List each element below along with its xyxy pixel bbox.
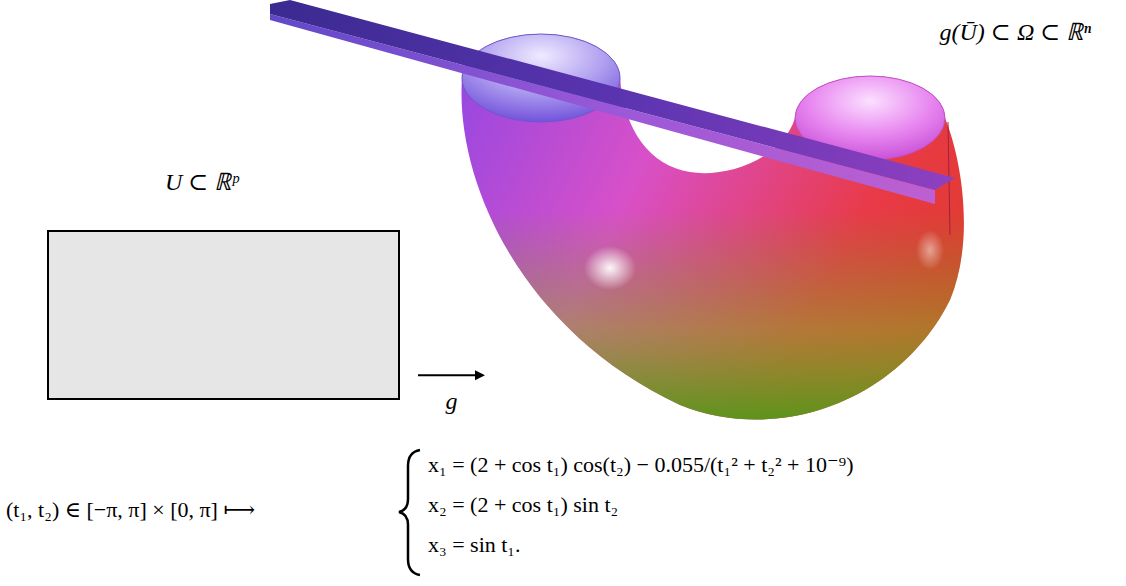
image-surface: g(Ū) ⊂ Ω ⊂ ℝⁿ (485, 18, 1097, 423)
map-arrow (418, 370, 485, 380)
bar (270, 0, 955, 204)
node-heading: g(Ū) ⊂ Ω ⊂ ℝⁿ (940, 18, 1091, 47)
map-name: g (446, 387, 458, 416)
formula-line: x₃ = sin t₁. (428, 532, 521, 558)
formula-line: x₁ = (2 + cos t₁) cos(t₂) − 0.055/(t₁² +… (428, 452, 854, 478)
formula-line: x₂ = (2 + cos t₁) sin t₂ (428, 492, 618, 518)
node-heading: U ⊂ ℝᵖ (165, 168, 238, 197)
brace-symbol (399, 450, 420, 575)
domain-rectangle: U ⊂ ℝᵖ (47, 230, 400, 400)
map-domain: (t₁, t₂) ∈ [−π, π] × [0, π] ⟼ (6, 497, 255, 523)
